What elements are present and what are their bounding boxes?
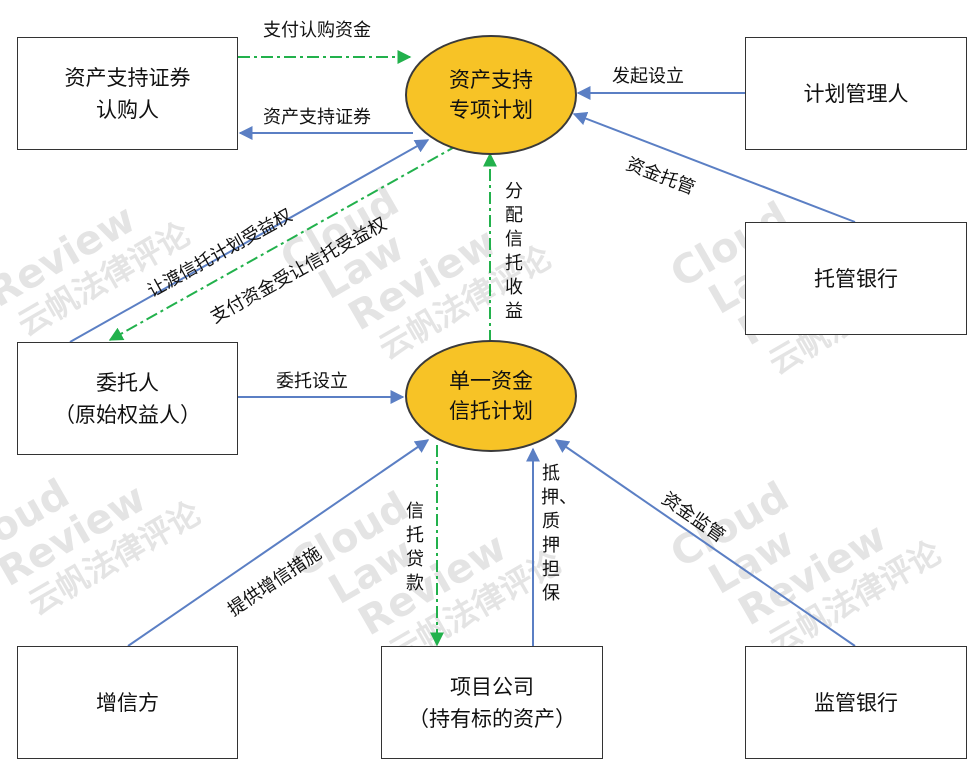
node-label: 委托人 <box>96 370 159 395</box>
node-settlor[interactable]: 委托人 （原始权益人） <box>17 342 238 455</box>
node-label: 单一资金 <box>449 369 533 393</box>
node-plan-manager[interactable]: 计划管理人 <box>745 37 967 150</box>
edge-label-abs-securities: 资产支持证券 <box>263 107 371 128</box>
arrow-fund-custody <box>572 111 856 223</box>
node-guarantor[interactable]: 增信方 <box>17 646 238 759</box>
edge-label-entrust-setup: 委托设立 <box>276 371 348 392</box>
arrow-pay-for-beneficiary <box>108 144 459 341</box>
edge-label-initiate-setup: 发起设立 <box>612 66 684 87</box>
node-label: 项目公司 <box>450 674 534 699</box>
edge-label-pay-subscription: 支付认购资金 <box>263 20 371 41</box>
node-label: （持有标的资产） <box>408 706 576 731</box>
node-label: 信托计划 <box>449 399 533 423</box>
node-label: 资产支持 <box>449 68 533 92</box>
node-label: 托管银行 <box>814 266 898 291</box>
node-special-plan[interactable]: 资产支持 专项计划 <box>405 35 577 155</box>
node-label: 计划管理人 <box>803 81 909 106</box>
arrow-fund-supervision <box>554 439 856 647</box>
edge-label-distribute-income: 分配信托收益 <box>505 181 523 322</box>
node-label: （原始权益人） <box>54 402 201 427</box>
node-custodian-bank[interactable]: 托管银行 <box>745 222 967 335</box>
node-project-company[interactable]: 项目公司 （持有标的资产） <box>381 646 603 759</box>
node-label: 专项计划 <box>449 98 533 122</box>
arrow-credit-enhancement <box>127 439 430 647</box>
node-label: 监管银行 <box>814 690 898 715</box>
node-label: 增信方 <box>96 690 159 715</box>
edge-label-pledge-guarantee: 抵押、质押担保 <box>541 463 577 604</box>
node-label: 资产支持证券 <box>64 65 191 90</box>
node-supervising-bank[interactable]: 监管银行 <box>745 646 967 759</box>
arrow-transfer-beneficiary <box>69 139 430 343</box>
node-label: 认购人 <box>96 97 159 122</box>
node-trust-plan[interactable]: 单一资金 信托计划 <box>405 340 577 452</box>
node-subscriber[interactable]: 资产支持证券 认购人 <box>17 37 238 150</box>
edge-label-trust-loan: 信托贷款 <box>406 501 424 594</box>
